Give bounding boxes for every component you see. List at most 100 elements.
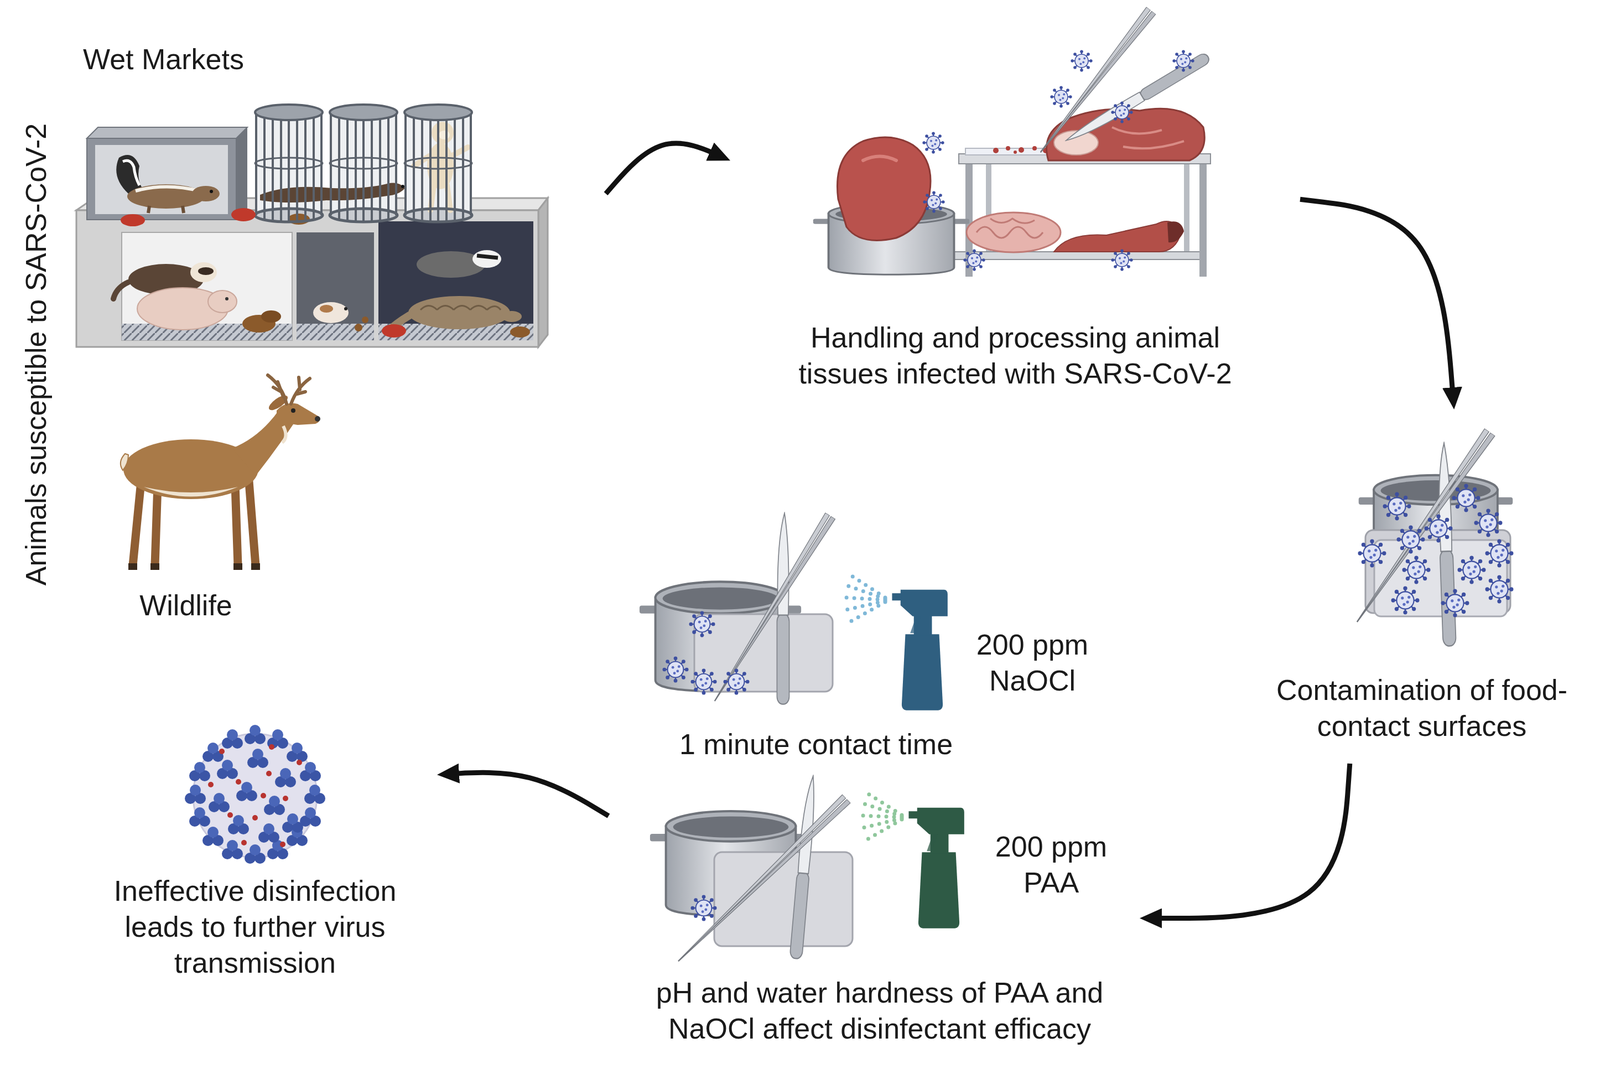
virus-particle-part [208,744,303,848]
naocl-treatment-part [776,512,789,704]
paa-treatment-part-part [865,792,902,815]
text-slot: pH and water hardness of PAA and NaOCl a… [625,974,1135,1047]
naocl-treatment-part [709,512,835,704]
paa-treatment-part-part [861,815,902,818]
condition-label: 1 minute contact time [622,726,1010,763]
tissue-processing-scene-part [837,137,931,241]
paa-treatment-part [674,794,851,965]
tissue-processing-scene-part [1167,221,1184,243]
naocl-treatment-part-part [846,585,886,599]
tissue-processing-scene-part [922,131,944,154]
naocl-treatment-part [845,574,886,622]
processing-panel: Handling and processing animal tissues i… [730,11,1301,399]
deer-figure-part [291,408,296,413]
virus-particle-part-part [252,814,258,821]
tissue-processing-scene-part [954,251,1201,260]
tissue-processing-scene-part-part [993,147,999,154]
wet-market-cages-part [501,310,522,322]
tissue-processing-scene-part-part [1005,146,1011,151]
wet-market-cages-part [120,214,145,227]
wet-market-cages-part [378,221,534,341]
tissue-processing-scene [813,7,1212,277]
wet-market-cages-part [329,104,398,222]
naocl-treatment-part-part [709,512,835,704]
contaminated-utensils-part [1485,539,1514,568]
virus-particle-part [221,839,243,860]
virus-particle-part [267,839,289,860]
wet-market-cages-part [538,198,548,347]
text-slot: Contamination of food-contact surfaces [1261,672,1583,745]
virus-particle-part [286,742,308,762]
wet-market-cages-part [361,316,369,324]
virus-particle-part [247,748,269,768]
wet-market-cages-part [236,127,248,220]
virus-particle-part [244,724,266,745]
step-label: Handling and processing animal tissues i… [771,319,1259,392]
virus-particle-part [282,813,304,833]
paa-treatment-part [690,894,717,921]
tissue-processing-scene-part [976,218,1043,238]
paa-treatment-part [908,807,964,929]
naocl-treatment-part-part [845,597,886,600]
paa-treatment-part [861,792,902,840]
deer-figure-part-part [233,563,243,570]
text-slot: 200 ppm NaOCl [960,626,1105,699]
contaminated-utensils-part [1352,428,1495,625]
wet-market-cages-part [431,121,454,144]
naocl-treatment-part [723,668,750,695]
paa-treatment-part-part [789,775,818,959]
wet-market-cages-part [313,302,349,324]
dose-label: 200 ppm NaOCl [960,626,1105,699]
paa-treatment-part [789,775,818,959]
virus-particle-part [202,826,224,846]
deer-figure-part-part [251,563,261,570]
naocl-treatment-part-part [849,574,886,598]
tissue-processing-scene-part-part [1032,146,1037,151]
tissue-processing-scene-part [963,248,985,271]
tissue-processing-scene-part [1110,101,1133,123]
wet-market-cages-part [319,304,334,313]
contaminated-utensils-part [1452,484,1481,513]
tissue-processing-scene-part [1036,7,1156,156]
deer-figure-part [143,486,238,497]
contaminated-utensils-part [1391,586,1420,615]
virus-particle-part [304,784,326,804]
virus-particle-part [193,733,318,858]
contaminated-utensils-part [1396,525,1426,554]
wet-market-cages-part [408,295,511,330]
tissue-processing-scene-part [1070,49,1093,72]
wet-market-cages-part [198,267,214,275]
wet-market-cages-part [255,104,323,222]
wet-market-cages-part [86,138,237,220]
tissue-processing-scene-part [966,212,1061,253]
tissue-processing-scene-part [1112,127,1184,149]
text-slot: 200 ppm PAA [979,828,1124,901]
virus-particle-part [299,761,321,782]
virus-particle-part-part [268,744,275,750]
contaminated-utensils-part [1485,575,1514,604]
deer-figure-part [128,563,261,570]
deer-figure-part [282,426,287,443]
naocl-treatment-part [688,610,715,637]
virus-particle-part [221,729,243,749]
virus-particle-part-part [296,759,303,766]
virus-particle-part [263,795,285,815]
wet-market-cages-part [231,208,256,222]
wet-market-cages-part [148,205,184,214]
wet-market-cages-part [261,310,282,323]
text-slot: 1 minute contact time [622,726,1010,763]
wet-market-cages-part [344,307,348,311]
wet-market-cages-part [122,160,140,186]
naocl-treatment-part [662,656,689,683]
contaminated-utensils-part-part [1352,428,1495,625]
virus-particle-part [184,784,206,804]
tissue-processing-scene-part-part [1036,7,1156,156]
wet-market-cages-part [472,250,502,268]
contamination-panel: Contamination of food-contact surfaces [1255,409,1588,764]
region-heading: Animals susceptible to SARS-CoV-2 [18,122,55,585]
virus-particle-part-part [279,841,286,848]
virus-particle-part [236,781,258,802]
contaminated-utensils-part [1424,514,1453,543]
